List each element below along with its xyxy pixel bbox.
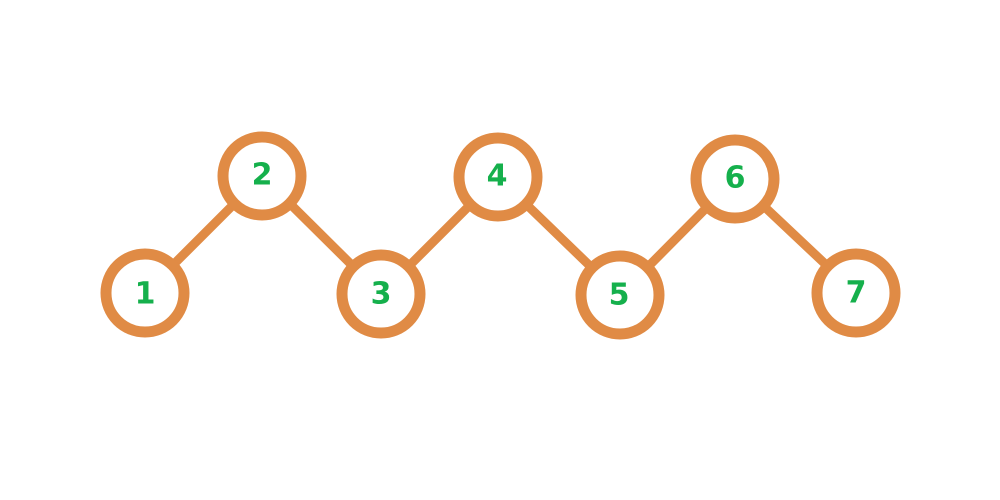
node-5-circle: [575, 250, 665, 340]
node-7-circle: [811, 248, 901, 338]
nodes-layer: 1 2 3 4 5 6 7: [100, 131, 901, 340]
node-5-label: 5: [609, 278, 630, 313]
node-1: 1: [100, 248, 190, 338]
node-5: 5: [575, 250, 665, 340]
node-6-circle: [690, 134, 780, 224]
node-2: 2: [217, 131, 307, 221]
node-4: 4: [453, 132, 543, 222]
node-1-label: 1: [135, 277, 156, 312]
node-7-label: 7: [846, 276, 867, 311]
node-2-circle: [217, 131, 307, 221]
node-4-label: 4: [487, 159, 508, 194]
node-3: 3: [336, 249, 426, 339]
node-7: 7: [811, 248, 901, 338]
node-6-label: 6: [725, 161, 746, 196]
node-3-label: 3: [371, 277, 392, 312]
node-4-circle: [453, 132, 543, 222]
node-6: 6: [690, 134, 780, 224]
node-1-circle: [100, 248, 190, 338]
node-2-label: 2: [252, 158, 273, 193]
node-3-circle: [336, 249, 426, 339]
